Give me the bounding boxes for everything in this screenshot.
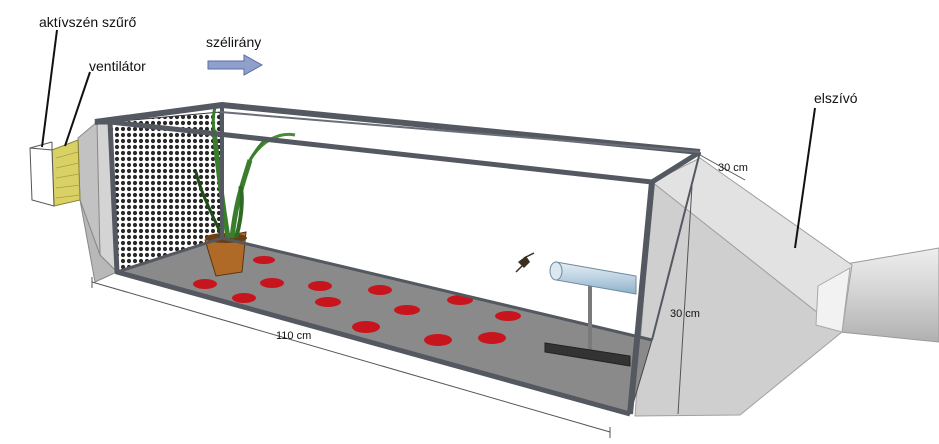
wind-direction-arrow-icon (207, 54, 264, 76)
insect-icon (515, 252, 535, 273)
red-landing-dots (193, 256, 521, 346)
frame-top-bar (219, 111, 701, 153)
fan-housing-front (79, 199, 118, 283)
label-carbon-filter: aktívszén szűrő (39, 14, 137, 30)
ventilator-block (51, 139, 81, 207)
ventilator-grille (55, 151, 81, 199)
leader-lines (41, 29, 816, 249)
label-ventilator: ventilátor (89, 58, 146, 74)
dimension-lines (91, 154, 746, 438)
carbon-filter-box (29, 147, 55, 207)
label-exhaust: elszívó (814, 90, 858, 106)
tunnel-frame (94, 102, 702, 417)
label-wind-direction: szélirány (206, 34, 262, 50)
label-length-110cm: 110 cm (276, 330, 312, 342)
odor-source-pipe (544, 261, 637, 367)
exhaust-pipe (839, 247, 939, 343)
label-height-30cm: 30 cm (670, 308, 700, 320)
exhaust-hood-mouth (815, 267, 851, 333)
label-width-30cm: 30 cm (718, 162, 748, 174)
